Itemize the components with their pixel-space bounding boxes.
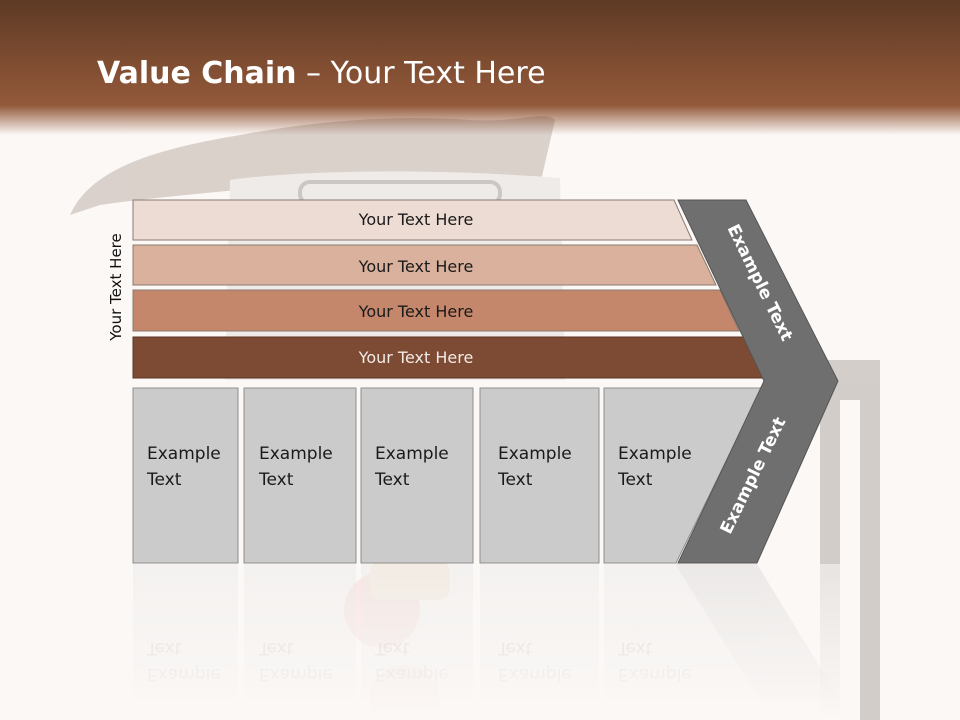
box-text-line1: Example (498, 444, 572, 464)
band-label: Your Text Here (358, 257, 474, 276)
box-text-line2: Text (146, 470, 182, 490)
band-3: Your Text Here (132, 289, 740, 332)
side-label: Your Text Here (107, 233, 125, 341)
box-text-line1: Example (259, 444, 333, 464)
band-label: Your Text Here (358, 348, 474, 367)
band-2: Your Text Here (132, 244, 717, 286)
reflection-fade (120, 564, 860, 720)
band-1: Your Text Here (132, 199, 693, 241)
box-text-line1: Example (375, 444, 449, 464)
activity-box-2: Example Text (243, 387, 357, 564)
box-text-line2: Text (258, 470, 294, 490)
header-banner (0, 0, 960, 135)
activity-box-1: Example Text (132, 387, 239, 564)
activity-box-4: Example Text (479, 387, 600, 564)
box-text-line2: Text (374, 470, 410, 490)
activity-box-3: Example Text (360, 387, 474, 564)
activity-box-5: Example Text (603, 387, 763, 564)
box-text-line2: Text (617, 470, 653, 490)
band-label: Your Text Here (358, 210, 474, 229)
band-4: Your Text Here (132, 336, 764, 379)
box-text-line2: Text (497, 470, 533, 490)
activity-boxes: Example Text Example Text Example Text E… (132, 387, 763, 564)
box-text-line1: Example (147, 444, 221, 464)
box-text-line1: Example (618, 444, 692, 464)
band-label: Your Text Here (358, 302, 474, 321)
page-title: Value Chain – Your Text Here (97, 56, 546, 91)
